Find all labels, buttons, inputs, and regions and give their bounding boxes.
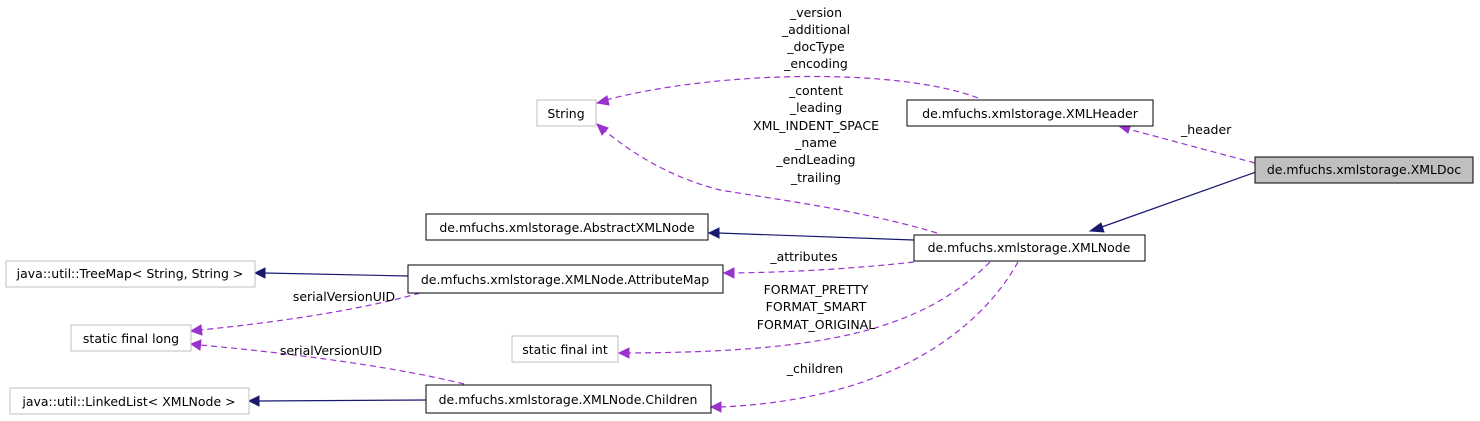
label-children: _children [786, 361, 843, 376]
node-treemap-label: java::util::TreeMap< String, String > [16, 266, 244, 281]
edge-xmldoc-xmlheader [1127, 128, 1256, 164]
label-format-smart: FORMAT_SMART [766, 299, 867, 314]
node-xmldoc[interactable]: de.mfuchs.xmlstorage.XMLDoc [1254, 156, 1474, 184]
node-xmlnode-label: de.mfuchs.xmlstorage.XMLNode [928, 240, 1131, 255]
node-linkedlist: java::util::LinkedList< XMLNode > [9, 387, 250, 415]
label-attributes: _attributes [769, 249, 837, 264]
label-format-pretty: FORMAT_PRETTY [764, 282, 869, 297]
edge-attributemap-treemap [263, 272, 409, 277]
edge-xmlnode-int [627, 261, 991, 354]
arrow-usage-string-bottom [596, 123, 609, 136]
arrow-usage-int [617, 347, 630, 359]
label-node-string: _content _leading XML_INDENT_SPACE _name… [753, 83, 879, 185]
edge-xmlnode-abstractxmlnode [717, 232, 915, 241]
arrow-usage-long-bottom [189, 339, 202, 351]
arrow-usage-string-top [595, 95, 610, 106]
node-string: String [536, 99, 597, 127]
label-additional: _additional [781, 22, 850, 37]
edge-xmlnode-attributemap [732, 261, 915, 274]
edge-xmlnode-children [719, 261, 1019, 408]
node-string-label: String [547, 106, 584, 121]
arrow-usage-long-top [189, 324, 203, 336]
node-static-final-long-label: static final long [83, 331, 179, 346]
edge-xmlheader-string [605, 75, 979, 101]
node-linkedlist-label: java::util::LinkedList< XMLNode > [21, 394, 235, 409]
label-serialversionuid-children: serialVersionUID [280, 343, 382, 358]
label-format-original: FORMAT_ORIGINAL [757, 317, 875, 332]
node-treemap: java::util::TreeMap< String, String > [5, 260, 256, 288]
label-trailing: _trailing [790, 170, 841, 185]
label-header: _header [1180, 122, 1232, 137]
label-leading: _leading [789, 100, 842, 115]
arrow-inherit-xmlnode [1088, 222, 1105, 233]
node-xmlheader[interactable]: de.mfuchs.xmlstorage.XMLHeader [906, 99, 1154, 127]
node-static-final-int-label: static final int [522, 342, 608, 357]
label-xml-indent-space: XML_INDENT_SPACE [753, 118, 879, 133]
arrow-inherit-treemap [253, 267, 266, 279]
label-doctype: _docType [786, 39, 845, 54]
node-xmlheader-label: de.mfuchs.xmlstorage.XMLHeader [922, 106, 1139, 121]
node-xmldoc-label: de.mfuchs.xmlstorage.XMLDoc [1267, 162, 1461, 177]
arrow-inherit-abstract [707, 227, 720, 239]
label-header-string: _version _additional _docType _encoding [781, 5, 850, 71]
edge-children-linkedlist [257, 399, 427, 402]
label-name: _name [794, 135, 837, 150]
arrow-usage-attributemap [722, 267, 735, 279]
label-content: _content [788, 83, 843, 98]
edge-xmlnode-string [603, 129, 938, 234]
label-version: _version [789, 5, 842, 20]
label-encoding: _encoding [783, 56, 848, 71]
node-abstractxmlnode[interactable]: de.mfuchs.xmlstorage.AbstractXMLNode [425, 213, 709, 241]
arrow-usage-children [709, 401, 722, 413]
node-xmlnode[interactable]: de.mfuchs.xmlstorage.XMLNode [913, 234, 1146, 262]
node-attributemap-label: de.mfuchs.xmlstorage.XMLNode.AttributeMa… [421, 272, 709, 287]
edge-attributemap-long [199, 292, 421, 331]
node-abstractxmlnode-label: de.mfuchs.xmlstorage.AbstractXMLNode [439, 220, 695, 235]
edge-children-long [199, 344, 465, 385]
label-node-int: FORMAT_PRETTY FORMAT_SMART FORMAT_ORIGIN… [757, 282, 875, 332]
node-static-final-long: static final long [70, 324, 192, 352]
node-children[interactable]: de.mfuchs.xmlstorage.XMLNode.Children [425, 384, 712, 414]
label-serialversionuid-attr: serialVersionUID [293, 289, 395, 304]
node-attributemap[interactable]: de.mfuchs.xmlstorage.XMLNode.AttributeMa… [407, 264, 724, 294]
arrow-inherit-linkedlist [247, 395, 260, 407]
node-static-final-int: static final int [511, 335, 619, 363]
label-endleading: _endLeading [775, 152, 855, 167]
node-children-label: de.mfuchs.xmlstorage.XMLNode.Children [439, 392, 698, 407]
